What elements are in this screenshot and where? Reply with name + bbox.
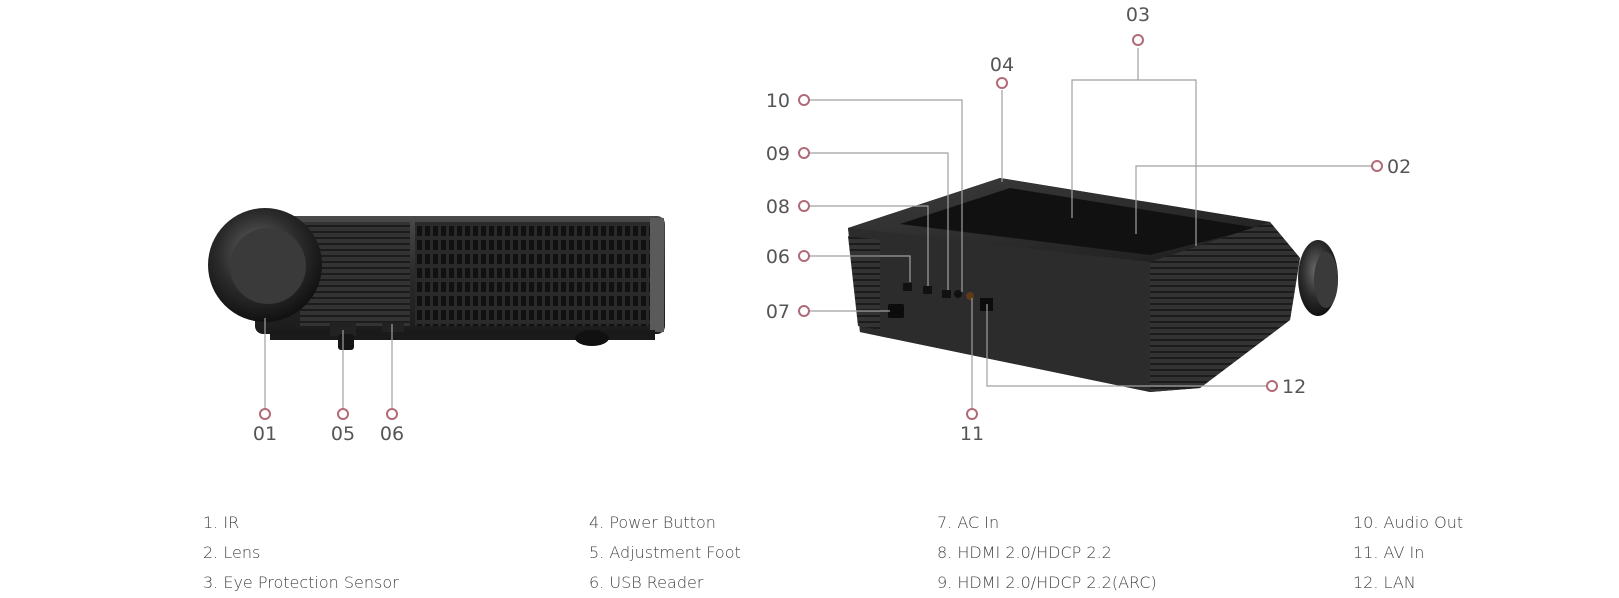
callout-02: 02 [1387, 156, 1411, 178]
projector-rear-view [848, 178, 1338, 392]
callout-07: 07 [766, 301, 790, 323]
callout-06-side: 06 [380, 423, 404, 445]
callout-09: 09 [766, 143, 790, 165]
callout-dots [259, 34, 1383, 420]
legend-item-hdmi-arc: 9. HDMI 2.0/HDCP 2.2(ARC) [937, 573, 1157, 592]
leader-lines [264, 48, 1377, 412]
legend-column-2: 4. Power Button 5. Adjustment Foot 6. US… [589, 508, 741, 598]
callout-04: 04 [990, 54, 1014, 76]
callout-01: 01 [253, 423, 277, 445]
legend-column-4: 10. Audio Out 11. AV In 12. LAN [1353, 508, 1463, 598]
projector-side-view [208, 208, 665, 350]
legend-item-lens: 2. Lens [203, 543, 261, 562]
legend-column-1: 1. IR 2. Lens 3. Eye Protection Sensor [203, 508, 399, 598]
callout-11: 11 [960, 423, 984, 445]
legend-item-adjustment-foot: 5. Adjustment Foot [589, 543, 741, 562]
callout-06-rear: 06 [766, 246, 790, 268]
callout-10: 10 [766, 90, 790, 112]
callout-03: 03 [1126, 4, 1150, 26]
projector-diagram: 01 05 06 04 03 10 09 08 06 07 02 12 11 [208, 4, 1411, 445]
legend-item-lan: 12. LAN [1353, 573, 1416, 592]
legend-item-audio-out: 10. Audio Out [1353, 513, 1464, 532]
legend-item-av-in: 11. AV In [1353, 543, 1425, 562]
legend-item-eye-protection-sensor: 3. Eye Protection Sensor [203, 573, 399, 592]
callout-08: 08 [766, 196, 790, 218]
legend-column-3: 7. AC In 8. HDMI 2.0/HDCP 2.2 9. HDMI 2.… [937, 508, 1157, 598]
callout-12: 12 [1282, 376, 1306, 398]
legend-item-power-button: 4. Power Button [589, 513, 716, 532]
legend-item-hdmi-1: 8. HDMI 2.0/HDCP 2.2 [937, 543, 1112, 562]
legend-item-ir: 1. IR [203, 513, 240, 532]
legend-item-usb-reader: 6. USB Reader [589, 573, 704, 592]
legend-item-ac-in: 7. AC In [937, 513, 1000, 532]
callout-05: 05 [331, 423, 355, 445]
